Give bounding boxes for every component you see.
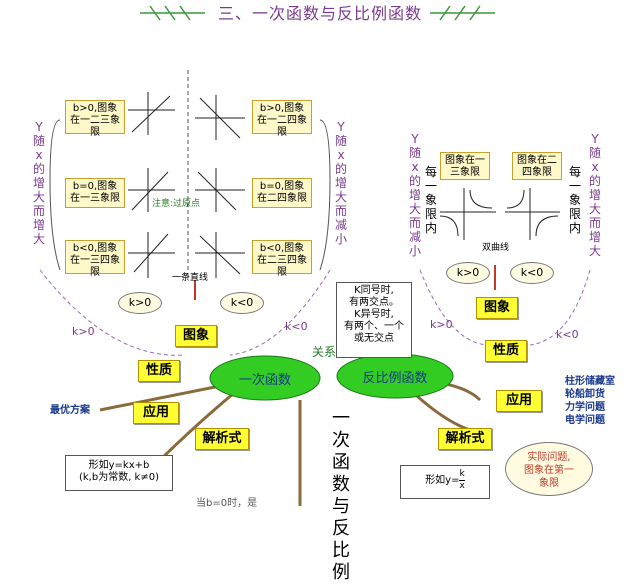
diagram-canvas: 三、一次函数与反比例函数 b>0,图象在一二三象限 b=0,图象在一三象限 b<… [32,4,615,583]
property-left-button[interactable]: 性质 [138,360,180,382]
line-label: 一条直线 [172,273,209,283]
box-linear-neg-b-zero: b=0,图象在二四象限 [252,178,312,208]
arc-right-label: k<0 [285,320,308,333]
oval-inv-k-negative: k<0 [510,262,554,284]
box-inverse-k-negative: 图象在二四象限 [512,152,562,180]
inv-left-vertical-text: Y随x的增大而减小 [408,132,421,258]
oval-inv-k-positive: k>0 [446,262,490,284]
inv-arc-left-label: k>0 [430,318,453,331]
box-linear-neg-b-negative: b<0,图象在二三四象限 [252,240,312,278]
cloud-linear [209,355,321,401]
each-quadrant-right: 每一象限内 [568,165,581,235]
image-right-button[interactable]: 图象 [476,297,518,319]
arc-left-label: k>0 [72,325,95,338]
oval-k-negative: k<0 [220,292,264,314]
apply-right-button[interactable]: 应用 [496,390,542,412]
applications-list: 柱形储藏室 轮船卸货 力学问题 电学问题 [565,376,615,426]
box-linear-b-positive: b>0,图象在一二三象限 [65,100,125,138]
best-plan-label: 最优方案 [50,405,90,416]
oval-k-positive: k>0 [118,292,162,314]
note-origin: 注意:过原点 [152,199,201,209]
center-vertical-text: 一次函数与反比例 [332,408,350,583]
page-title: 三、一次函数与反比例函数 [217,4,422,23]
title-decoration-left [140,5,205,21]
image-left-button[interactable]: 图象 [175,325,217,347]
left-vertical-text: Y随x的增大而增大 [32,120,45,246]
inv-right-vertical-text: Y随x的增大而增大 [588,132,601,258]
formula-right-button[interactable]: 解析式 [438,428,492,450]
box-linear-b-negative: b<0,图象在一三四象限 [65,240,125,278]
relation-label: 关系 [312,345,337,359]
relation-callout: K同号时, 有两交点。 K异号时, 有两个、一个 或无交点 [336,282,412,358]
right-vertical-text: Y随x的增大而减小 [334,120,347,246]
box-linear-b-zero: b=0,图象在一三象限 [65,178,125,208]
hyperbola-label: 双曲线 [482,243,510,253]
apply-left-button[interactable]: 应用 [133,402,179,424]
box-inverse-k-positive: 图象在一三象限 [440,152,490,180]
practical-bubble: 实际问题, 图象在第一 象限 [505,442,593,496]
box-linear-neg-b-positive: b>0,图象在一二四象限 [252,100,312,138]
each-quadrant-left: 每一象限内 [424,165,437,235]
title-decoration-right [430,5,495,21]
when-b0-text: 当b=0时，是 [196,498,258,509]
inv-arc-right-label: k<0 [556,328,579,341]
inverse-fn-label: 反比例函数 [362,371,428,386]
formula-linear-box: 形如y=kx+b (k,b为常数, k≠0) [65,455,173,491]
diagram-lines [39,5,591,506]
property-right-button[interactable]: 性质 [485,340,527,362]
linear-fn-label: 一次函数 [238,373,291,388]
formula-left-button[interactable]: 解析式 [195,428,249,450]
